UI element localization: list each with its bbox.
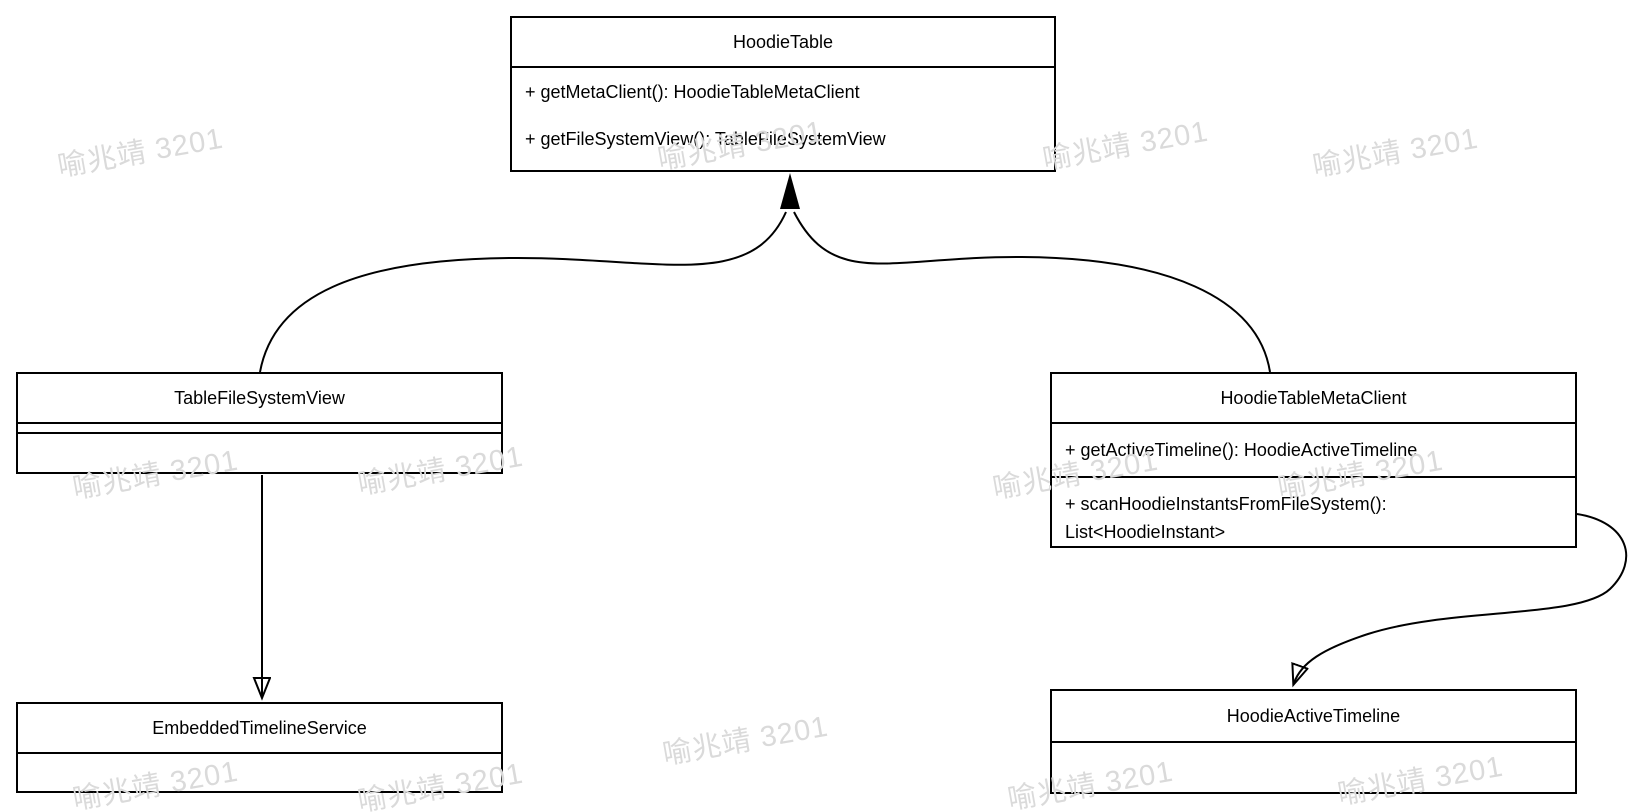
class-title-embeddedtimelineservice: EmbeddedTimelineService bbox=[18, 704, 501, 754]
generalization-arrowhead bbox=[780, 173, 800, 209]
class-box-hoodietable: HoodieTable + getMetaClient(): HoodieTab… bbox=[510, 16, 1056, 172]
method-getmetaclient: + getMetaClient(): HoodieTableMetaClient bbox=[525, 82, 860, 102]
class-title-hoodieactivetimeline: HoodieActiveTimeline bbox=[1052, 691, 1575, 743]
methods-compartment: + getActiveTimeline(): HoodieActiveTimel… bbox=[1052, 424, 1575, 478]
edge-hoodietablemetaclient-to-hoodietable bbox=[793, 211, 1271, 373]
class-box-hoodieactivetimeline: HoodieActiveTimeline bbox=[1050, 689, 1577, 794]
methods-compartment-empty bbox=[1052, 743, 1575, 792]
method-getfilesystemview: + getFileSystemView(): TableFileSystemVi… bbox=[525, 129, 886, 149]
methods-compartment: + getMetaClient(): HoodieTableMetaClient… bbox=[512, 68, 1054, 150]
class-title-tablefilesystemview: TableFileSystemView bbox=[18, 374, 501, 424]
class-title-hoodietable: HoodieTable bbox=[512, 18, 1054, 68]
methods-compartment: + scanHoodieInstantsFromFileSystem(): Li… bbox=[1052, 478, 1575, 546]
class-box-tablefilesystemview: TableFileSystemView bbox=[16, 372, 503, 474]
method-getactivetimeline: + getActiveTimeline(): HoodieActiveTimel… bbox=[1065, 439, 1418, 460]
class-box-embeddedtimelineservice: EmbeddedTimelineService bbox=[16, 702, 503, 793]
method-scanhoodieinstants-line2: List<HoodieInstant> bbox=[1065, 522, 1226, 542]
class-title-hoodietablemetaclient: HoodieTableMetaClient bbox=[1052, 374, 1575, 424]
attributes-compartment-empty bbox=[18, 424, 501, 434]
methods-compartment-empty bbox=[18, 754, 501, 791]
class-box-hoodietablemetaclient: HoodieTableMetaClient + getActiveTimelin… bbox=[1050, 372, 1577, 548]
method-scanhoodieinstants-line1: + scanHoodieInstantsFromFileSystem(): bbox=[1065, 494, 1387, 514]
edge-hoodietablemetaclient-to-hoodieactivetimeline bbox=[1294, 513, 1628, 683]
methods-compartment-empty bbox=[18, 434, 501, 470]
edge-tablefilesystemview-to-hoodietable bbox=[259, 211, 787, 373]
